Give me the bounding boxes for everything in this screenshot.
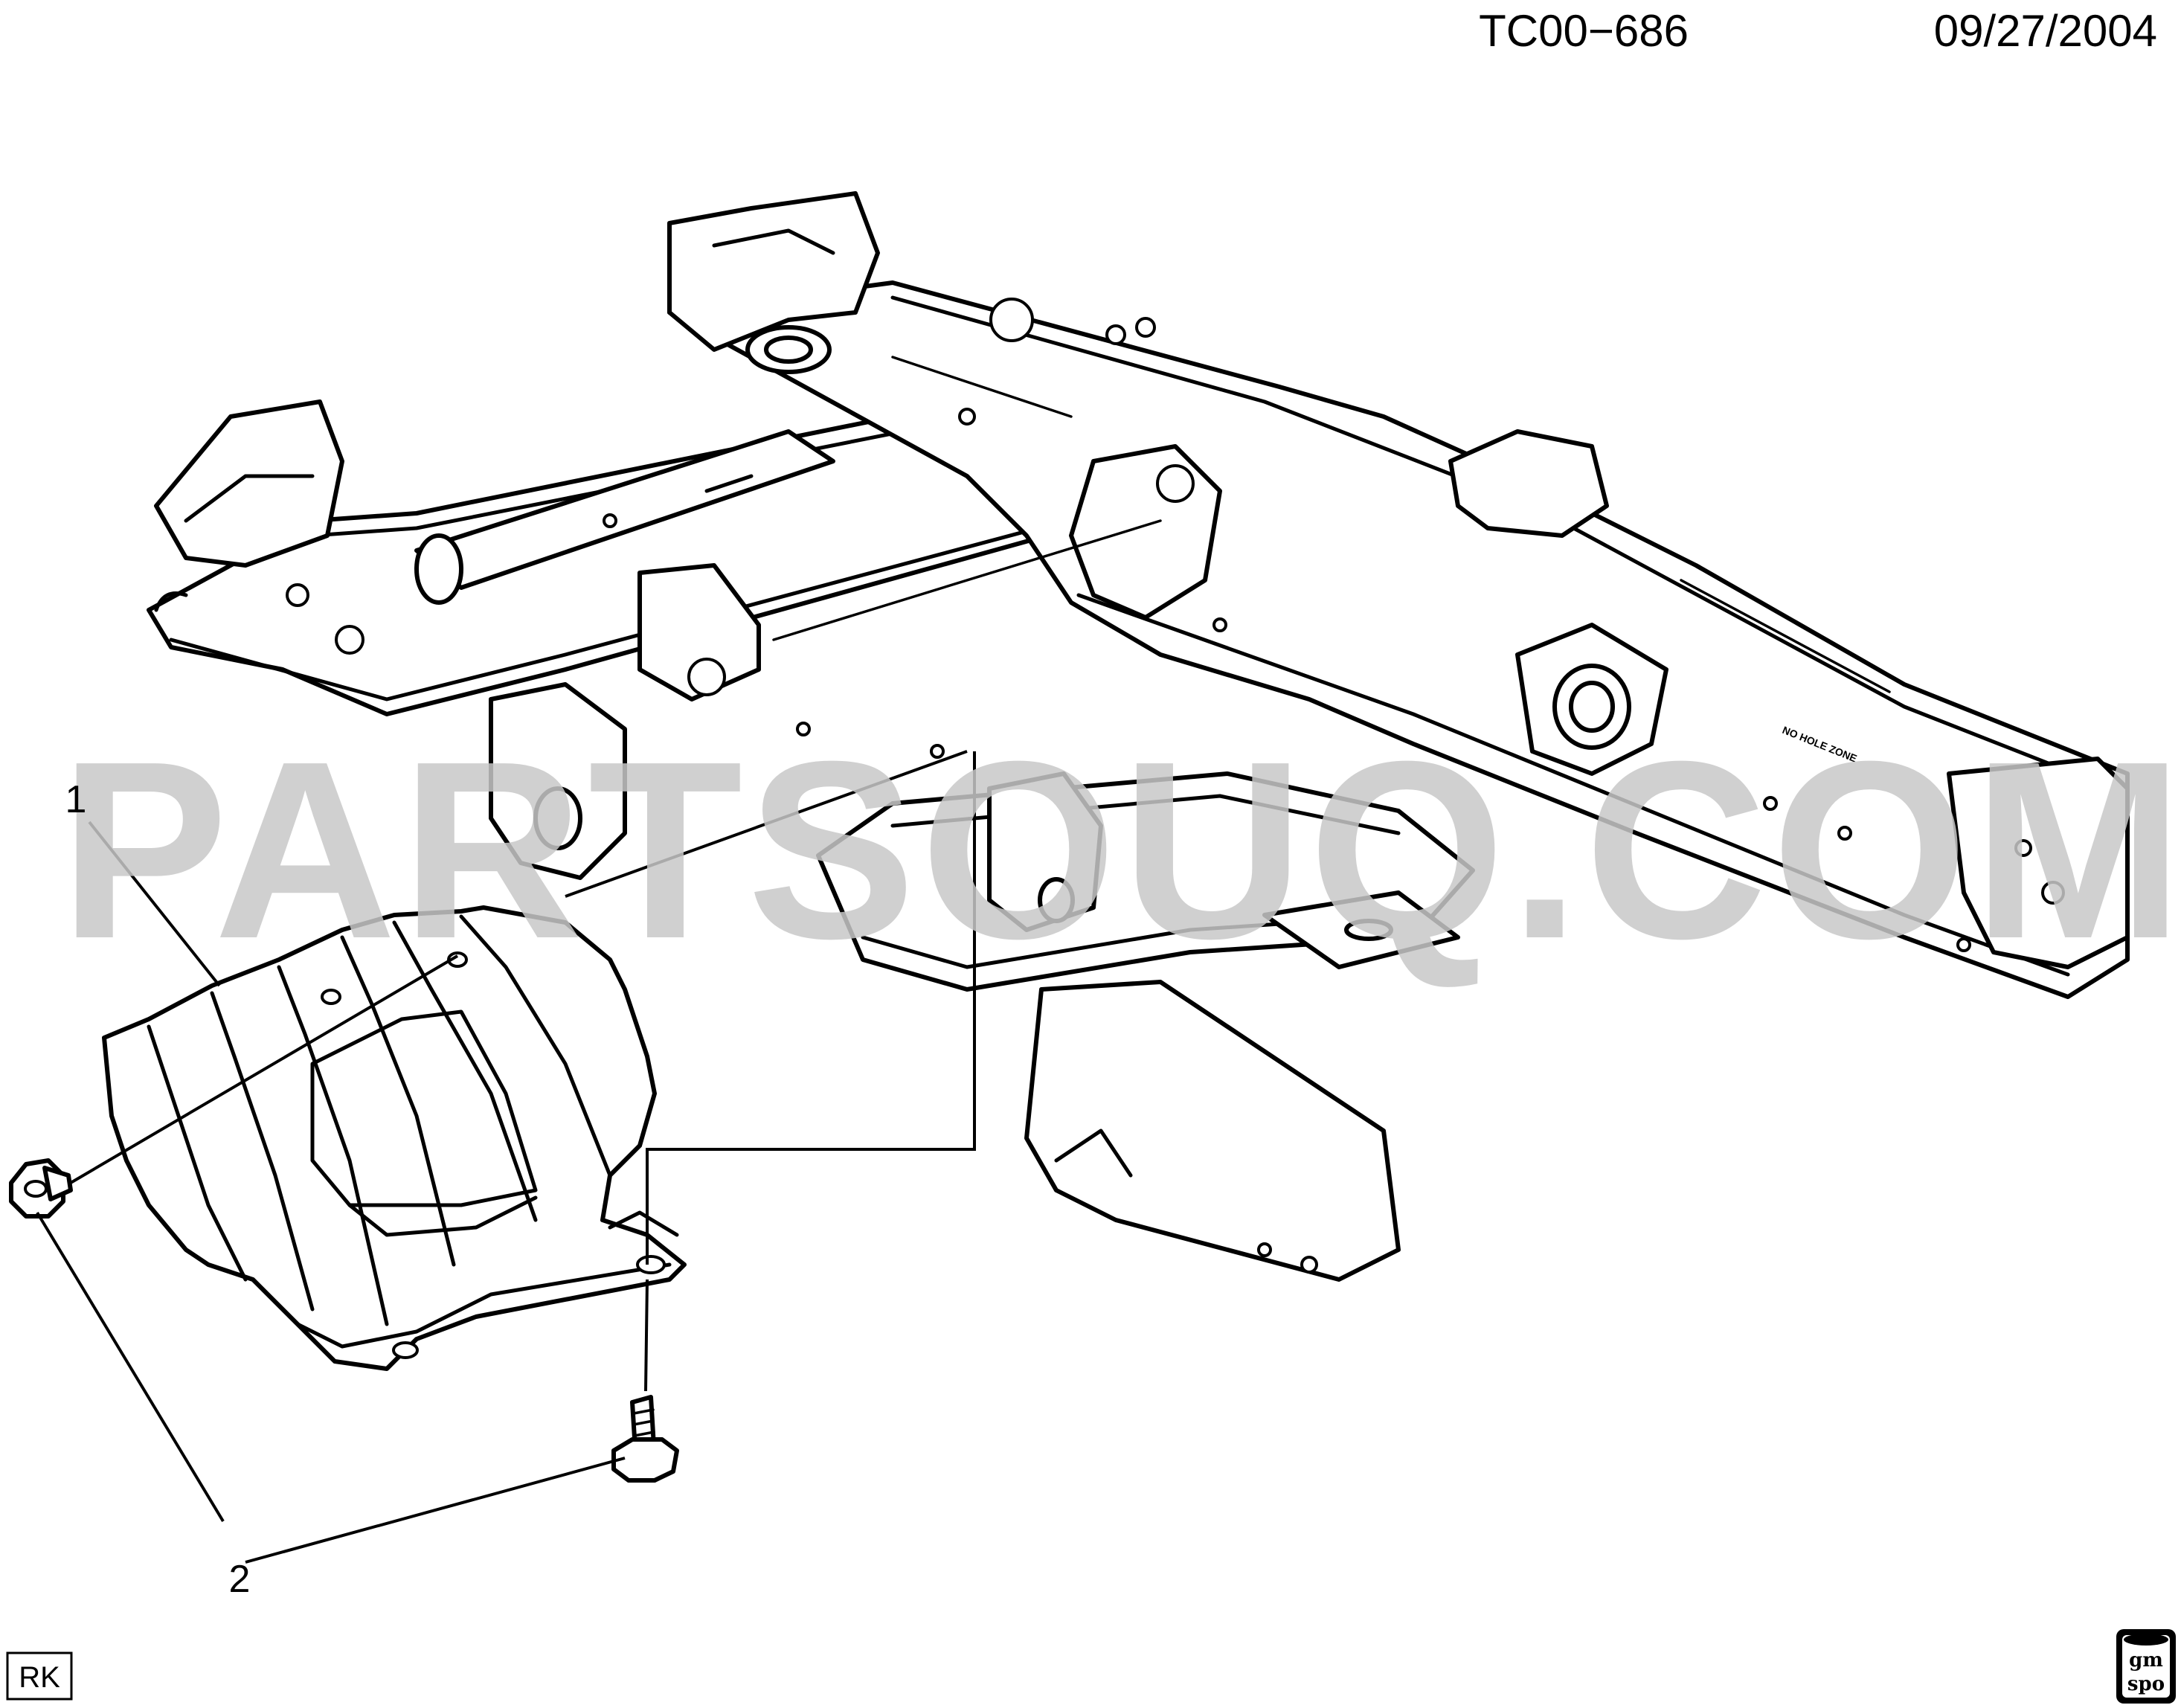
- leader-lines: [36, 750, 976, 1564]
- drawing-id: TC00−686: [1479, 6, 1689, 56]
- gmspo-logo: gm spo: [2116, 1629, 2176, 1704]
- skid-plate-part-1: [102, 905, 687, 1371]
- rk-code-text: RK: [19, 1661, 60, 1694]
- watermark-text: PARTSOUQ.COM: [60, 709, 2181, 992]
- bolt-part-2-lower: [611, 1395, 679, 1483]
- logo-text-bottom: spo: [2127, 1673, 2165, 1695]
- callout-1[interactable]: 1: [65, 778, 87, 821]
- callout-2[interactable]: 2: [229, 1558, 251, 1601]
- frame-assembly-illustration: NO HOLE ZONE: [147, 191, 2130, 1282]
- drawing-date: 09/27/2004: [1934, 6, 2157, 56]
- bolt-part-2-left: [9, 1158, 73, 1219]
- logo-text-top: gm: [2129, 1649, 2163, 1672]
- rk-code-box: RK: [6, 1651, 73, 1701]
